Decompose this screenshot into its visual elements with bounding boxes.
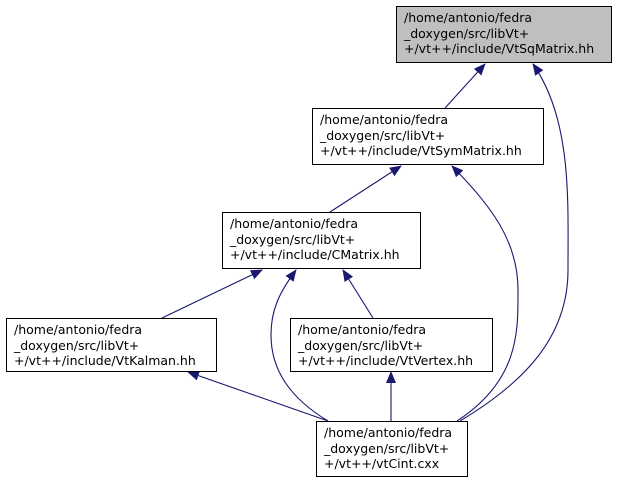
edge-cint-to-sqmatrix: [459, 63, 569, 422]
node-cmatrix-hh[interactable]: /home/antonio/fedra _doxygen/src/libVt+ …: [222, 212, 421, 269]
edge-cint-to-symmatrix: [451, 165, 519, 422]
node-vtkalman-hh[interactable]: /home/antonio/fedra _doxygen/src/libVt+ …: [6, 318, 217, 372]
node-vtsymmatrix-hh-line-3: +/vt++/include/VtSymMatrix.hh: [320, 143, 522, 158]
edge-vertex-to-cmatrix: [342, 269, 374, 319]
node-vtsymmatrix-hh-line-1: /home/antonio/fedra: [320, 112, 449, 127]
node-vtkalman-hh-line-1: /home/antonio/fedra: [14, 322, 143, 337]
node-vtsymmatrix-hh[interactable]: /home/antonio/fedra _doxygen/src/libVt+ …: [312, 108, 544, 165]
edge-symmatrix-to-sqmatrix: [444, 63, 486, 109]
node-vtvertex-hh-line-2: _doxygen/src/libVt+: [298, 337, 424, 353]
node-cmatrix-hh-line-3: +/vt++/include/CMatrix.hh: [230, 247, 400, 262]
node-vtsqmatrix-hh: /home/antonio/fedra _doxygen/src/libVt+ …: [396, 6, 612, 63]
node-vtcint-cxx[interactable]: /home/antonio/fedra _doxygen/src/libVt+ …: [316, 421, 468, 477]
node-vtvertex-hh-line-3: +/vt++/include/VtVertex.hh: [298, 353, 474, 368]
node-vtcint-cxx-line-3: +/vt++/vtCint.cxx: [324, 456, 440, 471]
node-vtvertex-hh[interactable]: /home/antonio/fedra _doxygen/src/libVt+ …: [290, 318, 493, 372]
node-vtcint-cxx-line-1: /home/antonio/fedra: [324, 425, 453, 440]
node-vtcint-cxx-line-2: _doxygen/src/libVt+: [324, 440, 450, 456]
node-vtkalman-hh-line-2: _doxygen/src/libVt+: [14, 337, 140, 353]
edge-cint-to-cmatrix: [270, 269, 329, 422]
node-vtkalman-hh-line-3: +/vt++/include/VtKalman.hh: [14, 353, 196, 368]
node-cmatrix-hh-line-2: _doxygen/src/libVt+: [230, 231, 356, 247]
node-vtvertex-hh-line-1: /home/antonio/fedra: [298, 322, 427, 337]
node-vtsqmatrix-hh-line-3: +/vt++/include/VtSqMatrix.hh: [404, 41, 595, 56]
edge-cmatrix-to-symmatrix: [329, 165, 402, 213]
node-vtsymmatrix-hh-line-2: _doxygen/src/libVt+: [320, 127, 446, 143]
node-cmatrix-hh-line-1: /home/antonio/fedra: [230, 216, 359, 231]
edge-cint-to-kalman: [187, 370, 329, 422]
node-vtsqmatrix-hh-line-2: _doxygen/src/libVt+: [404, 25, 530, 41]
node-vtsqmatrix-hh-line-1: /home/antonio/fedra: [404, 10, 533, 25]
edge-kalman-to-cmatrix: [161, 269, 263, 319]
